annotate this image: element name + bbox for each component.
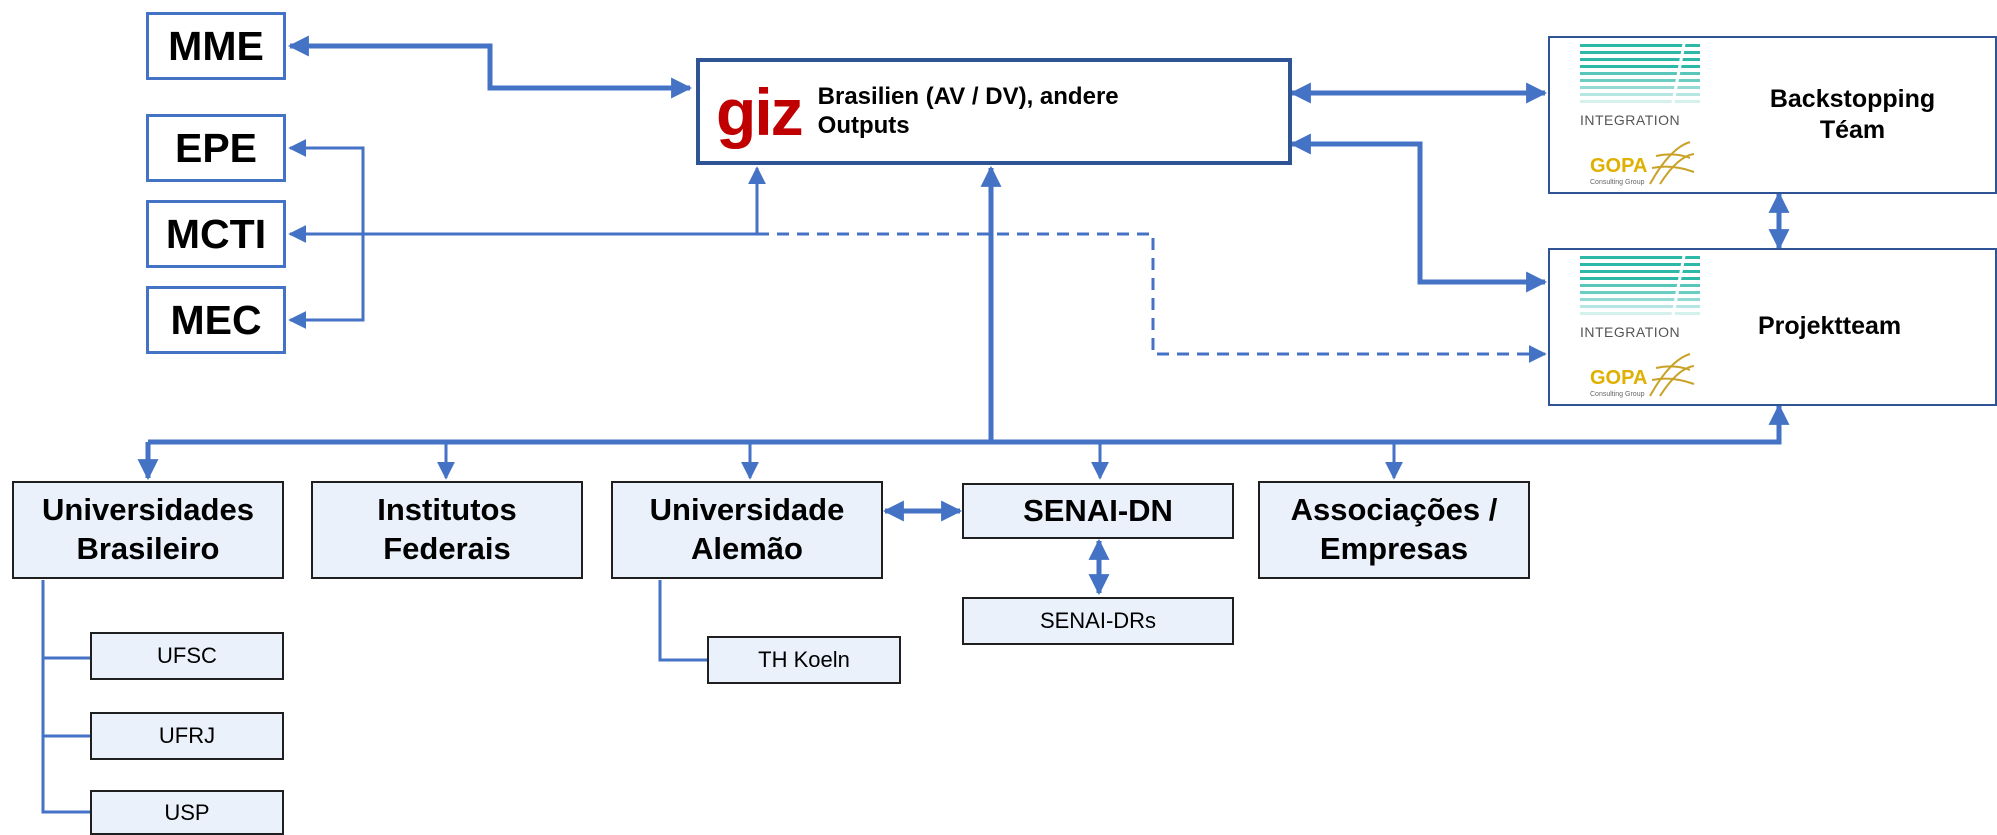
institutos-federais-label: Institutos Federais [377, 492, 517, 566]
ufsc-label: UFSC [157, 643, 217, 668]
mec-box: MEC [146, 286, 286, 354]
senai-dn-box: SENAI-DN [962, 483, 1234, 539]
universidades-brasileiro-box: Universidades Brasileiro [12, 481, 284, 579]
institutos-federais-box: Institutos Federais [311, 481, 583, 579]
epe-label: EPE [174, 124, 258, 171]
giz-box: giz Brasilien (AV / DV), andere Outputs [696, 58, 1292, 165]
ufsc-box: UFSC [90, 632, 284, 680]
th-koeln-label: TH Koeln [758, 647, 850, 672]
mcti-box: MCTI [146, 200, 286, 268]
giz-label: Brasilien (AV / DV), andere Outputs [817, 82, 1119, 139]
senai-drs-label: SENAI-DRs [1039, 608, 1157, 633]
mme-box: MME [146, 12, 286, 80]
dashed-projektteam-connector [757, 232, 1547, 363]
backstopping-logos: INTEGRATION GOPA Consulting Group [1580, 38, 1710, 192]
th-koeln-box: TH Koeln [707, 636, 901, 684]
integration-logo [1580, 44, 1700, 108]
gopa-logo-text: GOPA [1590, 155, 1647, 177]
mec-label: MEC [170, 296, 262, 343]
mme-giz-connector [287, 35, 693, 99]
gopa-logo-text: GOPA [1590, 367, 1647, 389]
universidade-alemao-box: Universidade Alemão [611, 481, 883, 579]
gopa-logo: GOPA Consulting Group [1590, 141, 1695, 186]
giz-logo: giz [716, 74, 804, 149]
gopa-logo: GOPA Consulting Group [1590, 353, 1695, 398]
giz-projektteam-connector [1289, 133, 1548, 293]
projektteam-box: INTEGRATION GOPA Consulting Group Projek… [1548, 248, 1997, 406]
ufrj-label: UFRJ [158, 723, 216, 748]
senai-dn-label: SENAI-DN [1023, 492, 1173, 528]
usp-label: USP [164, 799, 210, 825]
gopa-tagline: Consulting Group [1590, 179, 1645, 186]
universidade-alemao-label: Universidade Alemão [649, 492, 845, 566]
universidades-tree [41, 580, 92, 814]
alemao-tree [658, 580, 710, 662]
associacoes-empresas-label: Associações / Empresas [1290, 492, 1498, 566]
partner-bus [148, 403, 1790, 445]
integration-logo-text: INTEGRATION [1580, 324, 1681, 340]
senai-drs-box: SENAI-DRs [962, 597, 1234, 645]
usp-box: USP [90, 790, 284, 835]
backstopping-team-box: INTEGRATION GOPA Consulting Group Backst… [1548, 36, 1997, 194]
projektteam-logos: INTEGRATION GOPA Consulting Group [1580, 250, 1710, 404]
gopa-tagline: Consulting Group [1590, 391, 1645, 398]
integration-logo-text: INTEGRATION [1580, 112, 1681, 128]
mcti-giz-connector [288, 166, 766, 243]
universidades-brasileiro-label: Universidades Brasileiro [42, 492, 254, 566]
ufrj-box: UFRJ [90, 712, 284, 760]
associacoes-empresas-box: Associações / Empresas [1258, 481, 1530, 579]
mcti-label: MCTI [165, 210, 267, 257]
projektteam-title: Projektteam [1758, 312, 1902, 341]
epe-box: EPE [146, 114, 286, 182]
mme-label: MME [168, 22, 264, 69]
backstopping-team-title: Backstopping Téam [1769, 84, 1936, 144]
integration-logo [1580, 256, 1700, 320]
